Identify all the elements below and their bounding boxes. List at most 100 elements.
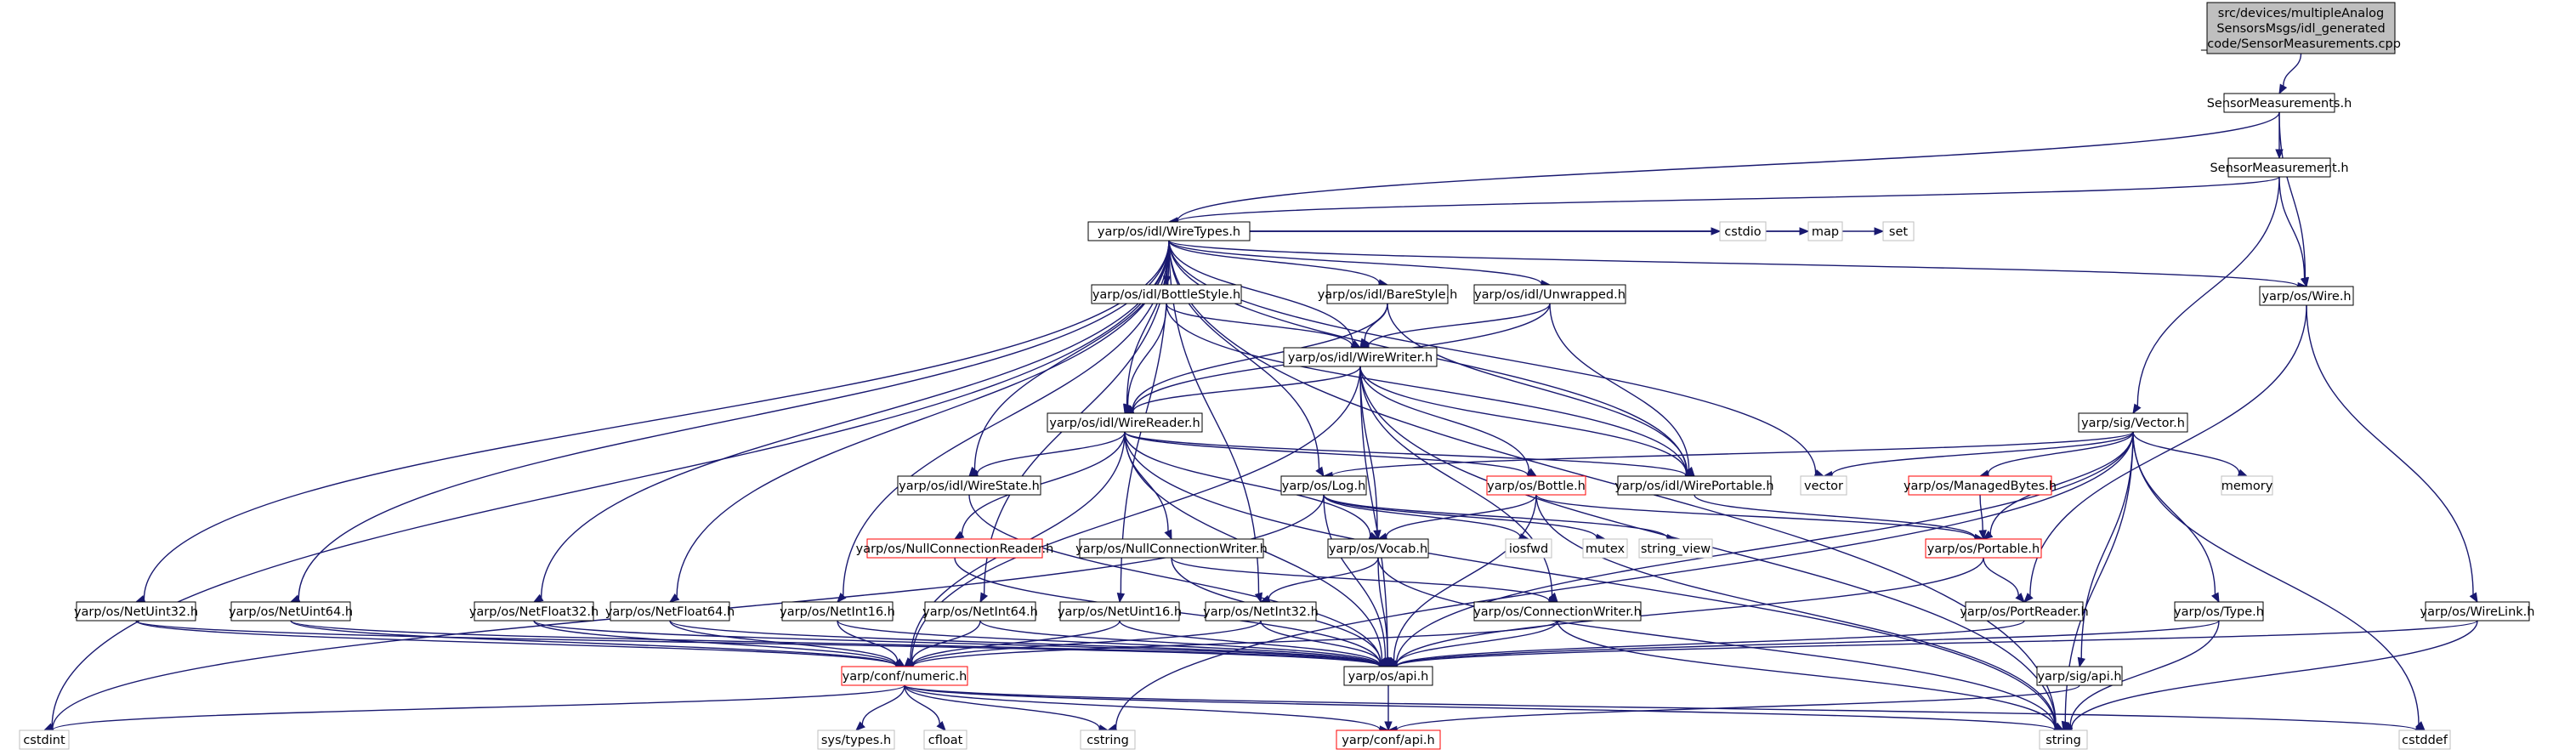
node-numeric[interactable]: yarp/conf/numeric.h	[841, 666, 968, 686]
node-label: cstdio	[1724, 225, 1761, 239]
node-label: SensorMeasurements.h	[2207, 97, 2352, 111]
node-wireportable[interactable]: yarp/os/idl/WirePortable.h	[1614, 475, 1774, 496]
node-label: yarp/os/WireLink.h	[2420, 605, 2535, 619]
node-box	[2036, 666, 2123, 686]
edge-line	[961, 431, 1126, 535]
edge-line	[837, 620, 1381, 667]
node-label: map	[1812, 225, 1839, 239]
node-log[interactable]: yarp/os/Log.h	[1280, 475, 1367, 496]
edge-line	[1132, 366, 1361, 412]
node-label: yarp/os/ManagedBytes.h	[1904, 480, 2057, 493]
edge-line	[912, 620, 1558, 667]
node-netint32[interactable]: yarp/os/NetInt32.h	[1203, 601, 1319, 622]
node-bottlestyle[interactable]: yarp/os/idl/BottleStyle.h	[1091, 284, 1242, 304]
node-nullreader[interactable]: yarp/os/NullConnectionReader.h	[856, 538, 1054, 559]
node-root[interactable]: src/devices/multipleAnalogSensorsMsgs/id…	[2200, 2, 2401, 54]
node-iosfwd: iosfwd	[1505, 538, 1552, 559]
edge-line	[1983, 557, 2019, 596]
node-confapi[interactable]: yarp/conf/api.h	[1336, 729, 1441, 750]
edge-wiretypes-to-netfloat64	[668, 240, 1170, 603]
node-osapi[interactable]: yarp/os/api.h	[1343, 666, 1433, 686]
node-label: yarp/os/NetUint32.h	[74, 605, 198, 619]
edge-netuint16-to-osapi	[1119, 620, 1390, 669]
node-label: yarp/conf/numeric.h	[843, 670, 967, 684]
node-label: yarp/os/idl/Unwrapped.h	[1474, 288, 1626, 302]
edge-line	[912, 620, 1262, 667]
node-netint16[interactable]: yarp/os/NetInt16.h	[780, 601, 895, 622]
node-sigapi[interactable]: yarp/sig/api.h	[2036, 666, 2123, 686]
node-set: set	[1882, 221, 1915, 241]
node-label: yarp/os/Wire.h	[2261, 290, 2351, 304]
node-label: yarp/os/NetInt64.h	[922, 605, 1038, 619]
node-label: yarp/os/idl/BareStyle.h	[1318, 288, 1458, 302]
edge-line	[904, 684, 2056, 731]
node-label: yarp/os/Bottle.h	[1487, 480, 1586, 493]
node-box	[1719, 221, 1767, 241]
node-label: string_view	[1641, 542, 1711, 556]
node-cstdint: cstdint	[19, 729, 70, 750]
edge-unwrapped-to-wireportable	[1549, 303, 1695, 478]
node-box	[923, 729, 967, 750]
node-box	[1205, 601, 1317, 622]
node-barestyle[interactable]: yarp/os/idl/BareStyle.h	[1318, 284, 1458, 304]
node-netint64[interactable]: yarp/os/NetInt64.h	[922, 601, 1038, 622]
node-netuint16[interactable]: yarp/os/NetUint16.h	[1058, 601, 1182, 622]
node-sigvector[interactable]: yarp/sig/Vector.h	[2078, 412, 2188, 433]
node-portable[interactable]: yarp/os/Portable.h	[1925, 538, 2042, 559]
edge-arrowhead	[855, 721, 865, 731]
node-wirereader[interactable]: yarp/os/idl/WireReader.h	[1047, 412, 1203, 433]
node-vocab[interactable]: yarp/os/Vocab.h	[1327, 538, 1429, 559]
node-type[interactable]: yarp/os/Type.h	[2174, 601, 2264, 622]
node-box	[2221, 475, 2273, 496]
node-wire[interactable]: yarp/os/Wire.h	[2259, 286, 2354, 306]
node-label: cfloat	[928, 734, 963, 747]
edge-wirelink-to-osapi	[1387, 620, 2478, 671]
node-label: yarp/os/api.h	[1348, 670, 1429, 684]
edge-line	[1359, 366, 1530, 472]
node-sm_h[interactable]: SensorMeasurements.h	[2207, 93, 2352, 113]
edge-wirereader-to-wireportable	[1124, 431, 1696, 480]
node-netfloat64[interactable]: yarp/os/NetFloat64.h	[605, 601, 735, 622]
node-box	[2259, 286, 2354, 306]
edge-line	[2069, 620, 2220, 726]
node-label: yarp/sig/api.h	[2037, 670, 2121, 684]
edge-arrowhead	[1874, 227, 1885, 236]
node-unwrapped[interactable]: yarp/os/idl/Unwrapped.h	[1473, 284, 1626, 304]
node-bottle[interactable]: yarp/os/Bottle.h	[1486, 475, 1586, 496]
node-label: yarp/os/Portable.h	[1927, 542, 2040, 556]
node-smt_h[interactable]: SensorMeasurement.h	[2210, 157, 2349, 178]
edge-line	[1260, 620, 1382, 664]
edge-line	[1115, 431, 2134, 729]
node-wirewriter[interactable]: yarp/os/idl/WireWriter.h	[1283, 347, 1438, 367]
node-label: yarp/sig/Vector.h	[2081, 417, 2185, 430]
node-wirelink[interactable]: yarp/os/WireLink.h	[2420, 601, 2535, 622]
edge-line	[2306, 304, 2474, 595]
edge-arrowhead	[2015, 593, 2025, 603]
node-connwriter[interactable]: yarp/os/ConnectionWriter.h	[1473, 601, 1642, 622]
node-label: yarp/os/NullConnectionReader.h	[856, 542, 1054, 556]
node-box	[2078, 412, 2188, 433]
edge-line	[1323, 494, 1668, 539]
node-portreader[interactable]: yarp/os/PortReader.h	[1960, 601, 2089, 622]
edge-line	[1359, 366, 1688, 474]
node-netuint64[interactable]: yarp/os/NetUint64.h	[229, 601, 353, 622]
node-wiretypes[interactable]: yarp/os/idl/WireTypes.h	[1087, 221, 1251, 241]
edge-arrowhead	[668, 593, 680, 603]
edge-numeric-to-cstring	[904, 684, 1109, 733]
edge-line	[1396, 684, 2080, 730]
node-netfloat32[interactable]: yarp/os/NetFloat32.h	[469, 601, 599, 622]
node-box	[781, 601, 894, 622]
edge-line	[290, 620, 1381, 667]
node-nullwriter[interactable]: yarp/os/NullConnectionWriter.h	[1075, 538, 1268, 559]
node-wirestate[interactable]: yarp/os/idl/WireState.h	[897, 475, 1041, 496]
node-box	[1486, 475, 1586, 496]
edge-line	[51, 240, 1170, 728]
edge-line	[1831, 431, 2134, 475]
edge-line	[1166, 303, 1353, 347]
edge-line	[1557, 620, 2056, 729]
edge-line	[1385, 494, 1537, 537]
node-netuint32[interactable]: yarp/os/NetUint32.h	[74, 601, 198, 622]
edges-layer	[43, 53, 2478, 735]
node-managedbytes[interactable]: yarp/os/ManagedBytes.h	[1904, 475, 2057, 496]
edge-line	[1126, 303, 1167, 406]
